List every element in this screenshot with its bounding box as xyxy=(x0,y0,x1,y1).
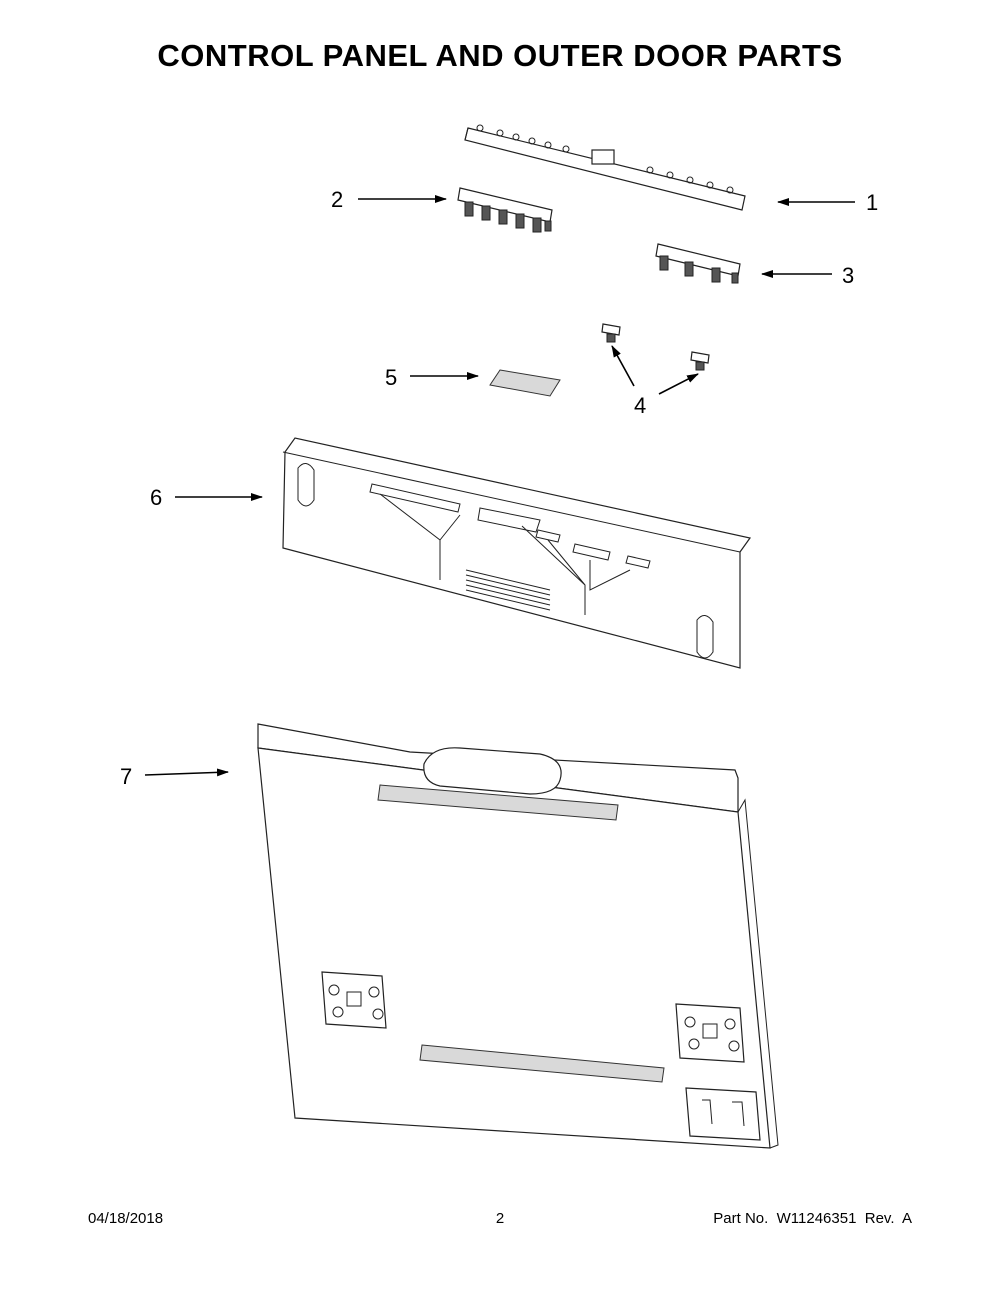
page-title: CONTROL PANEL AND OUTER DOOR PARTS xyxy=(157,38,843,73)
callout-5: 5 xyxy=(385,365,397,390)
part-3-button-bracket xyxy=(655,243,741,284)
callout-arrows xyxy=(144,195,855,777)
footer-date: 04/18/2018 xyxy=(88,1210,164,1227)
part-4-clips xyxy=(601,323,710,371)
callout-6: 6 xyxy=(150,485,162,510)
footer-part-number: Part No. W11246351 Rev. A xyxy=(713,1210,912,1227)
arrow-4b xyxy=(658,373,699,395)
part-5-pad xyxy=(489,369,561,397)
part-2-button-bracket xyxy=(457,187,553,233)
arrow-4a xyxy=(611,345,635,387)
part-1-control-board xyxy=(464,124,746,211)
part-6-control-panel xyxy=(282,437,752,669)
arrow-7 xyxy=(144,768,229,777)
callout-2: 2 xyxy=(331,187,343,212)
callout-3: 3 xyxy=(842,263,854,288)
part-7-outer-door xyxy=(257,723,779,1149)
callout-7: 7 xyxy=(120,764,132,789)
callout-4: 4 xyxy=(634,393,646,418)
callout-1: 1 xyxy=(866,190,878,215)
footer-page-number: 2 xyxy=(495,1210,505,1227)
